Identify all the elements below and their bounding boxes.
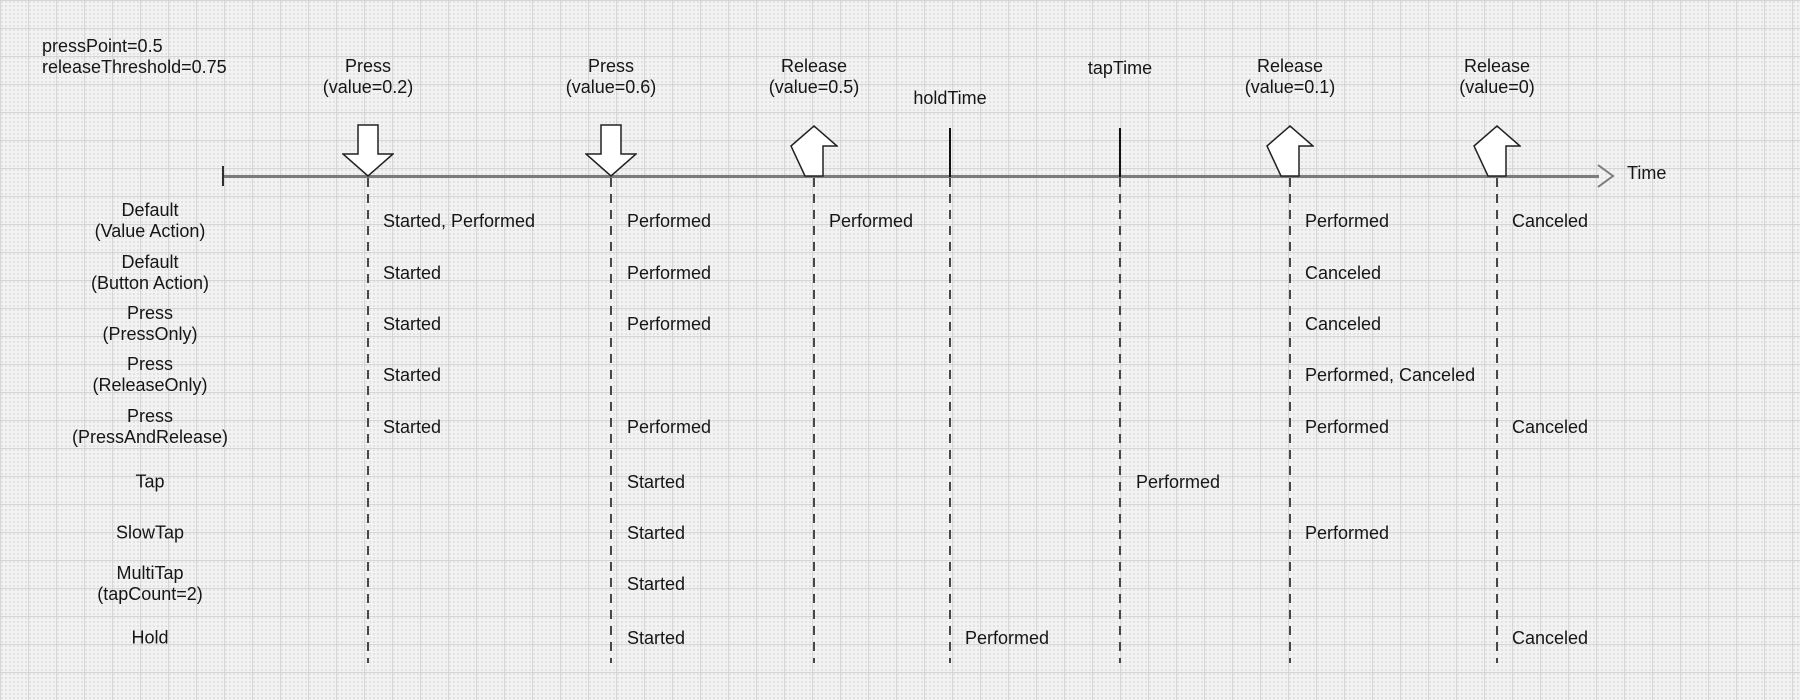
- event-cell: Started: [383, 314, 442, 334]
- event-cell: Performed: [627, 211, 712, 231]
- event-label-press1: Press (value=0.2): [248, 56, 488, 98]
- event-cell: Started: [627, 523, 686, 543]
- event-dashed-line-release1: [813, 178, 815, 663]
- event-cell: Performed: [627, 263, 712, 283]
- event-label-line2: (value=0.2): [322, 77, 414, 97]
- time-axis-label: Time: [1627, 163, 1667, 183]
- row-label-default-value-action: Default (Value Action): [94, 200, 206, 241]
- row-label-press-pressandrelease: Press (PressAndRelease): [71, 406, 229, 447]
- event-cell: Started: [627, 472, 686, 492]
- event-label-holdtime: holdTime: [830, 88, 1070, 109]
- press-arrow-down-icon: [585, 124, 637, 177]
- event-cell: Performed: [829, 211, 914, 231]
- event-label-line2: (value=0.6): [565, 77, 657, 97]
- event-cell: Canceled: [1512, 628, 1589, 648]
- event-cell: Performed: [1136, 472, 1221, 492]
- event-cell: Started: [627, 628, 686, 648]
- time-axis-line: [223, 175, 1599, 178]
- event-label-line2: (value=0.5): [768, 77, 860, 97]
- press-point-value: pressPoint=0.5: [42, 36, 163, 56]
- event-cell: Started: [627, 574, 686, 594]
- event-label-line2: (value=0): [1459, 77, 1535, 97]
- event-cell: Performed: [1305, 211, 1390, 231]
- event-label-release2: Release (value=0.1): [1170, 56, 1410, 98]
- taptime-threshold-tick: [1119, 128, 1121, 177]
- press-arrow-down-icon: [342, 124, 394, 177]
- event-label-line2: (value=0.1): [1244, 77, 1336, 97]
- row-label-default-button-action: Default (Button Action): [90, 252, 210, 293]
- holdtime-threshold-tick: [949, 128, 951, 177]
- event-cell: Started, Performed: [383, 211, 536, 231]
- row-label-hold: Hold: [131, 627, 169, 648]
- time-axis-arrowhead-icon: [1597, 164, 1615, 188]
- event-cell: Canceled: [1512, 211, 1589, 231]
- event-cell: Canceled: [1305, 263, 1382, 283]
- release-threshold-value: releaseThreshold=0.75: [42, 57, 227, 77]
- row-label-press-pressonly: Press (PressOnly): [102, 303, 198, 344]
- event-cell: Started: [383, 365, 442, 385]
- release-arrow-up-icon: [1473, 125, 1521, 177]
- row-label-press-releaseonly: Press (ReleaseOnly): [92, 354, 208, 395]
- event-label-line1: holdTime: [913, 88, 987, 108]
- event-cell: Performed: [627, 314, 712, 334]
- event-cell: Performed, Canceled: [1305, 365, 1476, 385]
- event-label-press2: Press (value=0.6): [491, 56, 731, 98]
- event-cell: Canceled: [1305, 314, 1382, 334]
- event-dashed-line-press2: [610, 178, 612, 663]
- event-dashed-line-release2: [1289, 178, 1291, 663]
- row-label-multitap: MultiTap (tapCount=2): [97, 563, 203, 604]
- release-arrow-up-icon: [790, 125, 838, 177]
- event-label-line1: Release: [780, 56, 848, 76]
- event-cell: Performed: [1305, 417, 1390, 437]
- event-label-line1: Release: [1256, 56, 1324, 76]
- event-cell: Canceled: [1512, 417, 1589, 437]
- release-arrow-up-icon: [1266, 125, 1314, 177]
- event-dashed-line-holdtime: [949, 178, 951, 663]
- event-label-line1: Press: [587, 56, 634, 76]
- event-label-line1: tapTime: [1087, 58, 1153, 78]
- event-label-taptime: tapTime: [1000, 58, 1240, 79]
- row-label-slowtap: SlowTap: [115, 522, 185, 543]
- event-cell: Started: [383, 263, 442, 283]
- event-cell: Performed: [627, 417, 712, 437]
- event-label-release1: Release (value=0.5): [694, 56, 934, 98]
- event-cell: Performed: [965, 628, 1050, 648]
- event-cell: Started: [383, 417, 442, 437]
- row-label-tap: Tap: [135, 471, 165, 492]
- event-dashed-line-taptime: [1119, 178, 1121, 663]
- event-label-release3: Release (value=0): [1377, 56, 1617, 98]
- event-label-line1: Release: [1463, 56, 1531, 76]
- event-dashed-line-press1: [367, 178, 369, 663]
- parameters-note: pressPoint=0.5 releaseThreshold=0.75: [42, 36, 227, 78]
- event-cell: Performed: [1305, 523, 1390, 543]
- event-label-line1: Press: [344, 56, 391, 76]
- time-axis-start-tick: [222, 166, 224, 186]
- event-dashed-line-release3: [1496, 178, 1498, 663]
